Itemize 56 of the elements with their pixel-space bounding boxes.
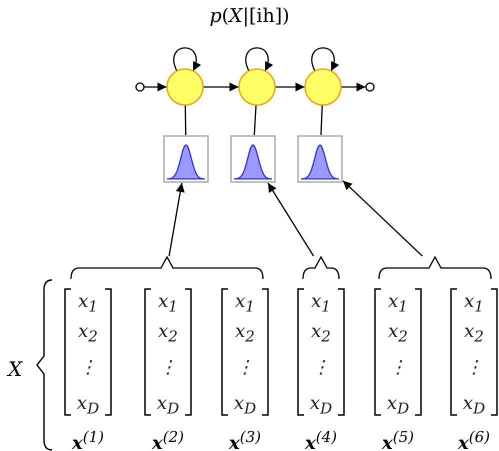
vector-entry: ⋮ [79,356,97,380]
vector-entry: x$_{2}$ [158,320,178,348]
vector-label: x$^{(2)}$ [152,427,184,451]
arrow [276,82,304,92]
vector-entry: x$_{D}$ [156,392,180,420]
gaussian-plot [163,135,209,183]
curly-brace [302,256,340,280]
vector-label: x$^{(1)}$ [72,427,104,451]
vector-label: x$^{(4)}$ [305,427,337,451]
state-circle [238,68,276,106]
arrow [245,47,272,72]
title-text: p(X|[ih]) [209,5,290,27]
vector-entry: x$_{D}$ [76,392,100,420]
vector-entry: x$_{D}$ [234,392,256,420]
vector-entry: ⋮ [465,356,483,380]
arrow [144,82,166,92]
vector-entry: x$_{1}$ [158,290,178,318]
vector-entry: ⋮ [159,356,177,380]
arrow [173,47,200,72]
vector-entry: x$_{2}$ [78,320,98,348]
state-circle [304,68,342,106]
vector-entry: x$_{2}$ [388,320,408,348]
set-label: X [8,356,22,382]
terminal-circle [365,82,375,92]
curly-brace [70,256,264,280]
curly-brace [378,256,492,280]
vector-entry: x$_{D}$ [386,392,410,420]
connector-line [254,105,257,136]
vector-entry: x$_{1}$ [235,290,255,318]
arrow [168,182,185,256]
arrow [342,82,366,92]
vector-entry: x$_{2}$ [235,320,255,348]
arrow [204,82,238,92]
connector-line [184,106,186,135]
vector-label: x$^{(6)}$ [458,427,490,451]
vector-entry: x$_{1}$ [464,290,484,318]
arrow [342,180,423,256]
arrow [311,47,338,72]
connector-line [320,105,323,136]
vector-entry: x$_{2}$ [311,320,331,348]
vector-label: x$^{(3)}$ [229,427,261,451]
vector-entry: ⋮ [236,356,254,380]
vector-label: x$^{(5)}$ [382,427,414,451]
vector-entry: x$_{2}$ [464,320,484,348]
vector-entry: x$_{D}$ [310,392,332,420]
gaussian-plot [230,135,276,183]
gaussian-plot [297,135,343,183]
state-circle [166,68,204,106]
arrow [267,182,314,256]
vector-entry: ⋮ [312,356,330,380]
terminal-circle [135,82,145,92]
vector-entry: ⋮ [389,356,407,380]
vector-entry: x$_{1}$ [311,290,331,318]
vector-entry: x$_{1}$ [78,290,98,318]
vector-entry: x$_{1}$ [388,290,408,318]
vector-entry: x$_{D}$ [462,392,486,420]
